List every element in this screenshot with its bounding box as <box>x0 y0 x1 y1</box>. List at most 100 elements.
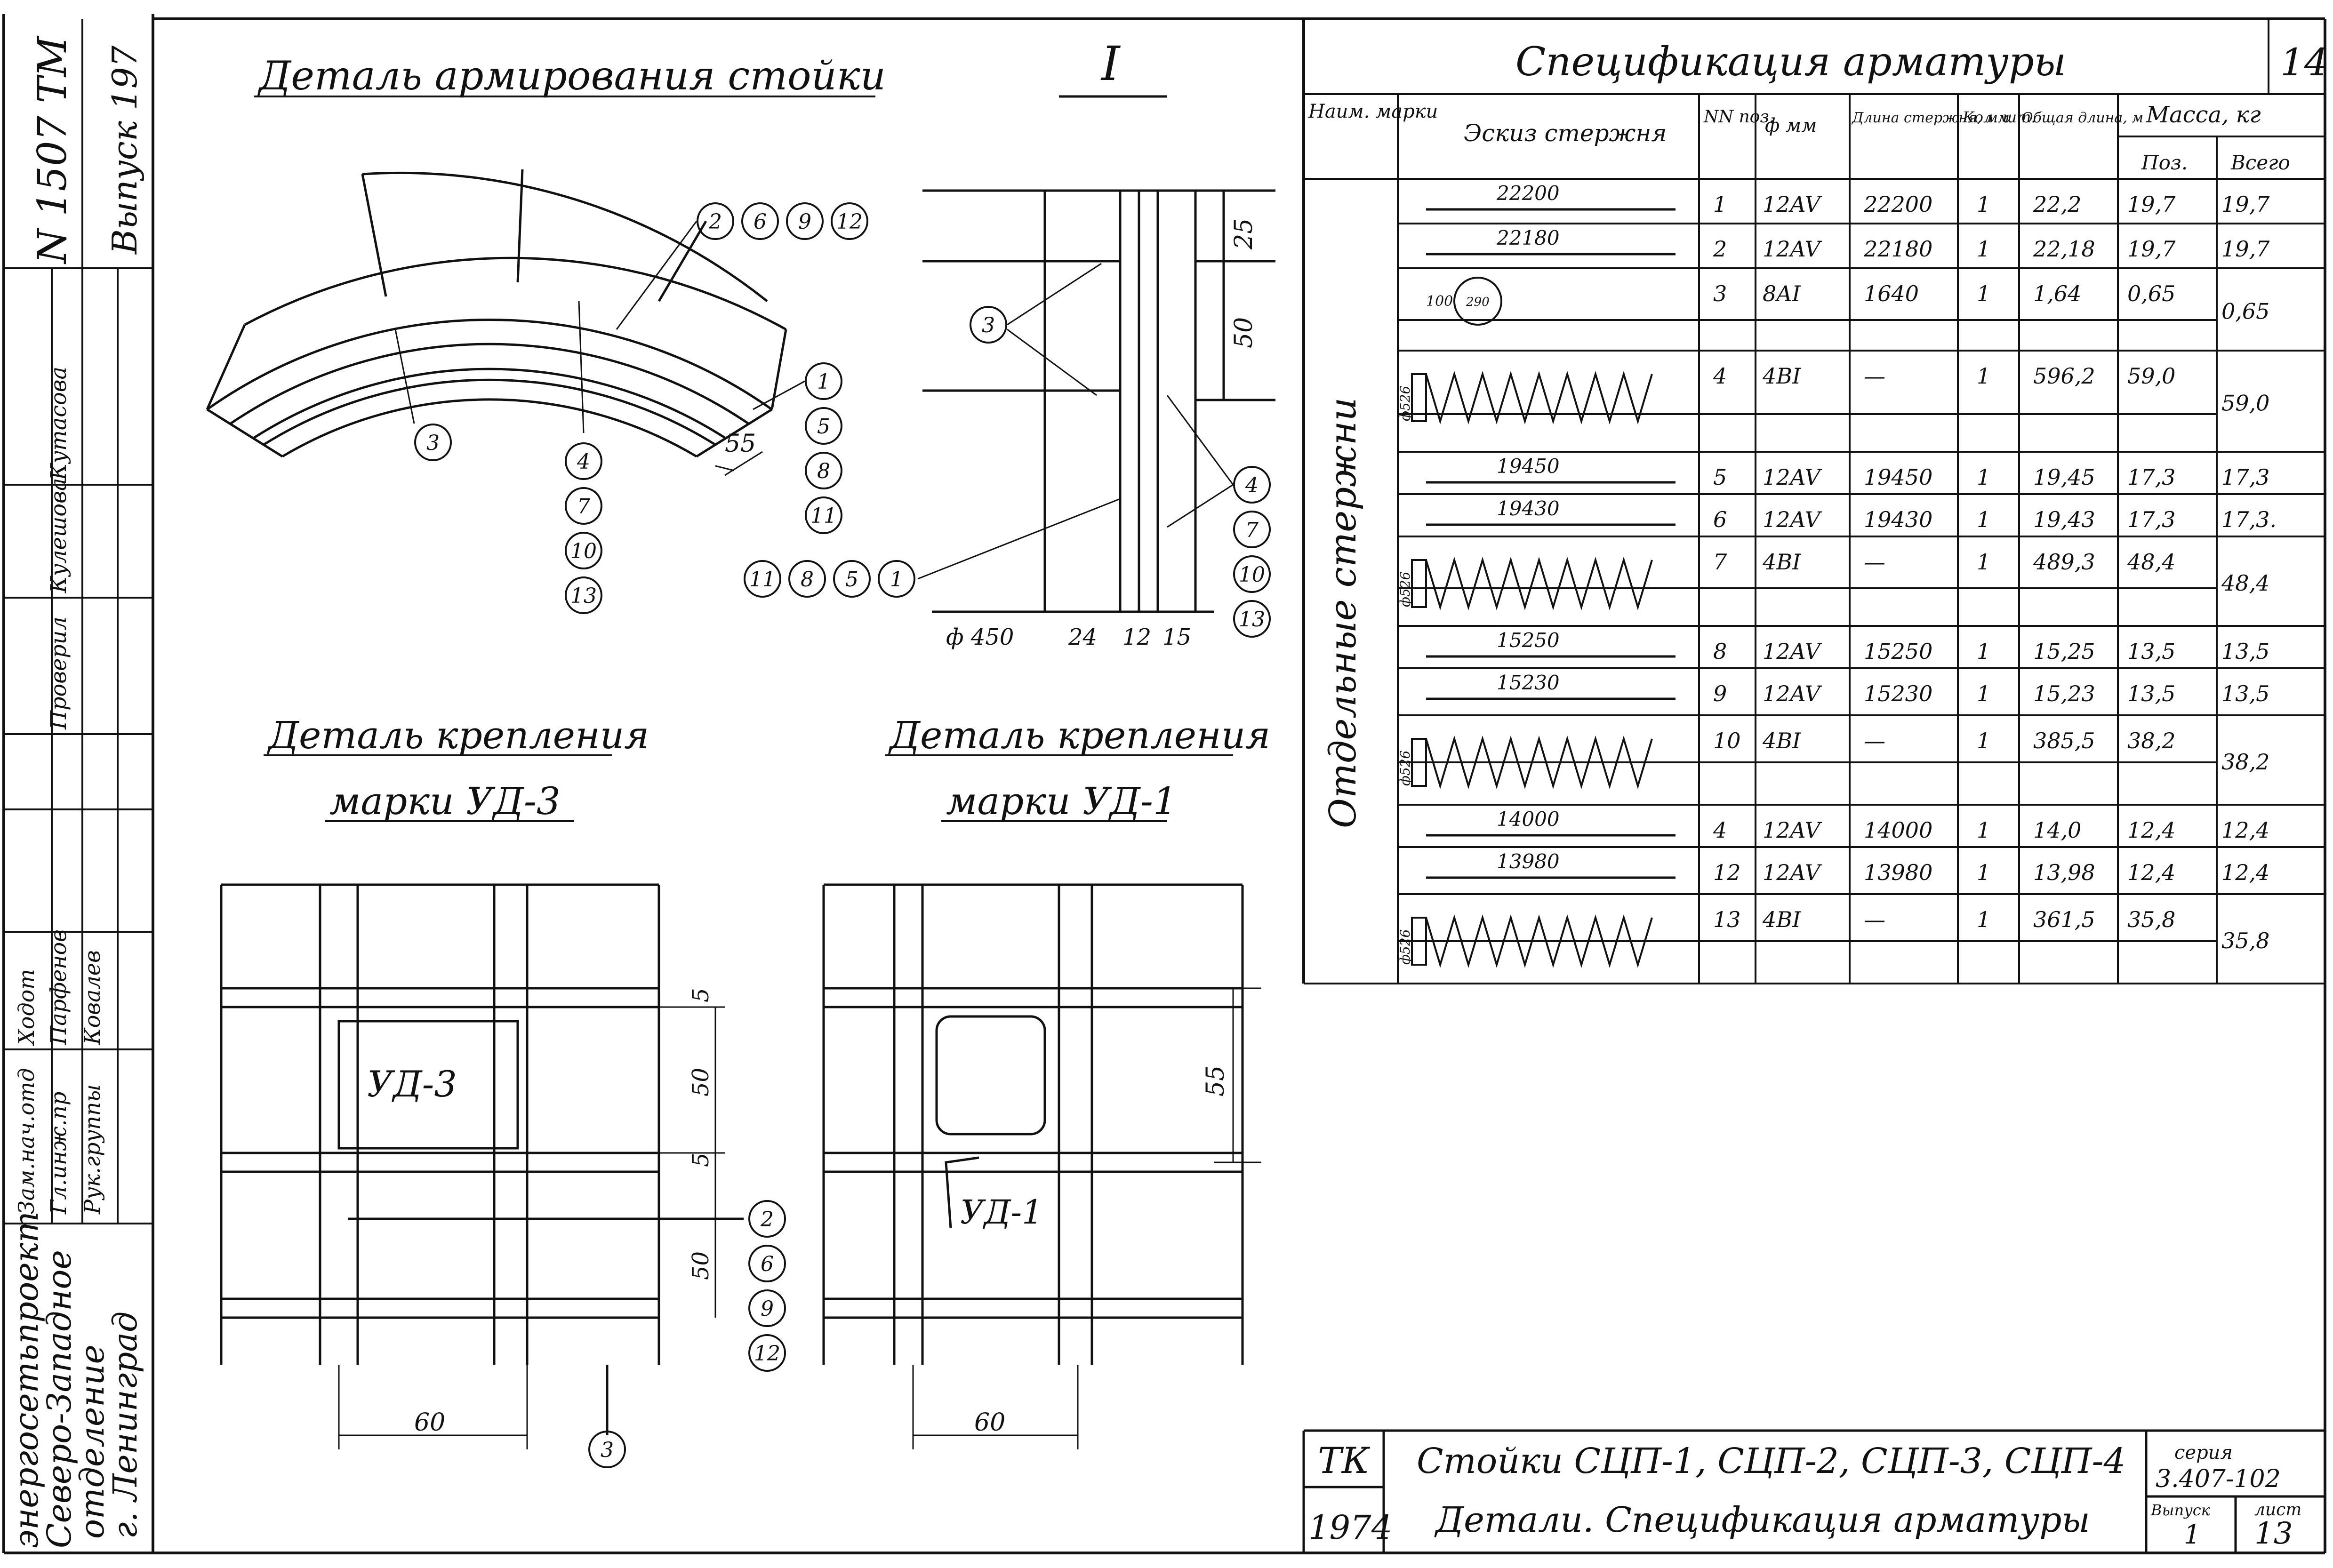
cell-dia: 8AI <box>1763 281 1801 306</box>
tb-line-2: Детали. Спецификация арматуры <box>1434 1500 2090 1540</box>
cell-qty: 1 <box>1977 817 1990 843</box>
cell-dia: 4BI <box>1762 907 1801 932</box>
svg-text:4: 4 <box>577 450 590 474</box>
tb-year: 1974 <box>1308 1508 1392 1547</box>
name-4: Проверил <box>46 616 71 730</box>
spiral-end <box>1411 917 1427 966</box>
bar-length-label: 13980 <box>1497 850 1560 873</box>
hdr-len: Длина стержня, мм <box>1851 110 2010 126</box>
svg-text:3: 3 <box>601 1438 614 1462</box>
cell-qty: 1 <box>1977 464 1990 490</box>
cell-dia: 12AV <box>1763 236 1822 262</box>
tb-org: ТК <box>1318 1440 1371 1481</box>
role-3: Рук.группы <box>80 1084 105 1215</box>
tb-sheet: 13 <box>2254 1516 2293 1551</box>
dim-12: 12 <box>1122 624 1151 650</box>
cell-qty: 1 <box>1977 860 1990 885</box>
ud3-dim-5b: 5 <box>688 1152 714 1167</box>
bar-length-label: 15230 <box>1497 671 1560 694</box>
svg-text:1: 1 <box>817 370 830 394</box>
svg-text:6: 6 <box>754 210 767 234</box>
callout-arc-center: 10 <box>565 532 602 569</box>
cell-ma: 12,4 <box>2221 860 2269 885</box>
cell-ma: 35,8 <box>2221 928 2269 953</box>
cell-len: 22200 <box>1863 192 1932 217</box>
cell-tl: 15,23 <box>2033 681 2095 706</box>
name-6: Кутасова <box>46 367 71 480</box>
cell-ma: 19,7 <box>2221 192 2270 217</box>
cell-ma: 38,2 <box>2221 749 2269 775</box>
svg-text:13: 13 <box>570 584 597 608</box>
ring-dim-100: 100 <box>1426 293 1453 310</box>
spiral-end <box>1411 738 1427 787</box>
ud3-title-1: Деталь крепления <box>267 713 649 757</box>
svg-text:12: 12 <box>836 210 863 234</box>
dim-450: ф 450 <box>946 624 1014 650</box>
callout-section-bottom: 11 <box>744 560 781 598</box>
cell-ma: 19,7 <box>2221 236 2270 262</box>
cell-pos: 6 <box>1713 507 1727 532</box>
bar-length-label: 19450 <box>1497 455 1560 478</box>
svg-text:12: 12 <box>754 1342 780 1366</box>
cell-ma: 48,4 <box>2221 570 2269 596</box>
cell-qty: 1 <box>1977 192 1990 217</box>
cell-len: 1640 <box>1864 281 1919 306</box>
cell-ma: 17,3 <box>2221 464 2269 490</box>
callout-arc-right: 1 <box>805 362 842 400</box>
cell-mp: 17,3 <box>2127 464 2175 490</box>
cell-qty: 1 <box>1977 639 1990 664</box>
callout-section-right: 4 <box>1233 466 1271 504</box>
cell-ma: 0,65 <box>2221 299 2269 324</box>
cell-qty: 1 <box>1977 681 1990 706</box>
tb-issue: 1 <box>2184 1520 2201 1550</box>
cell-qty: 1 <box>1977 236 1990 262</box>
ud3-dim-50a: 50 <box>688 1068 714 1096</box>
svg-text:8: 8 <box>817 459 830 483</box>
bar-length-label: 14000 <box>1497 808 1560 831</box>
name-1: Ходот <box>14 969 39 1046</box>
cell-len: — <box>1864 363 1885 389</box>
cell-ma: 59,0 <box>2221 391 2269 416</box>
cell-qty: 1 <box>1977 507 1990 532</box>
cell-len: — <box>1864 728 1885 753</box>
callout-arc-right: 11 <box>805 496 842 534</box>
cell-qty: 1 <box>1977 281 1990 306</box>
spec-title: Спецификация арматуры <box>1515 39 2066 85</box>
callout-section-bottom: 5 <box>833 560 871 598</box>
org-line-3: отделение <box>73 1344 112 1539</box>
cell-tl: 1,64 <box>2033 281 2081 306</box>
svg-text:9: 9 <box>761 1297 774 1321</box>
org-line-4: г. Ленинград <box>106 1312 144 1539</box>
svg-text:10: 10 <box>570 539 597 563</box>
spiral-dim: ф526 <box>1397 572 1413 607</box>
cell-mp: 13,5 <box>2127 639 2175 664</box>
callout-section-bottom: 1 <box>878 560 915 598</box>
svg-text:8: 8 <box>801 568 814 592</box>
svg-text:7: 7 <box>577 495 590 519</box>
org-line-1: энергосетьпроект <box>7 1211 46 1548</box>
cell-tl: 489,3 <box>2033 549 2095 575</box>
cell-pos: 2 <box>1713 236 1727 262</box>
cell-dia: 12AV <box>1763 507 1822 532</box>
cell-mp: 17,3 <box>2127 507 2175 532</box>
cell-tl: 19,45 <box>2033 464 2095 490</box>
hdr-mass-all: Всего <box>2230 151 2290 174</box>
cell-len: 13980 <box>1864 860 1932 885</box>
cell-tl: 22,18 <box>2033 236 2095 262</box>
cell-mp: 19,7 <box>2127 192 2176 217</box>
dim-15: 15 <box>1162 624 1191 650</box>
callout-section-right: 7 <box>1233 511 1271 548</box>
tb-series-label: серия <box>2174 1442 2233 1464</box>
spiral-dim: ф526 <box>1397 386 1413 421</box>
cell-len: 19430 <box>1864 507 1932 532</box>
